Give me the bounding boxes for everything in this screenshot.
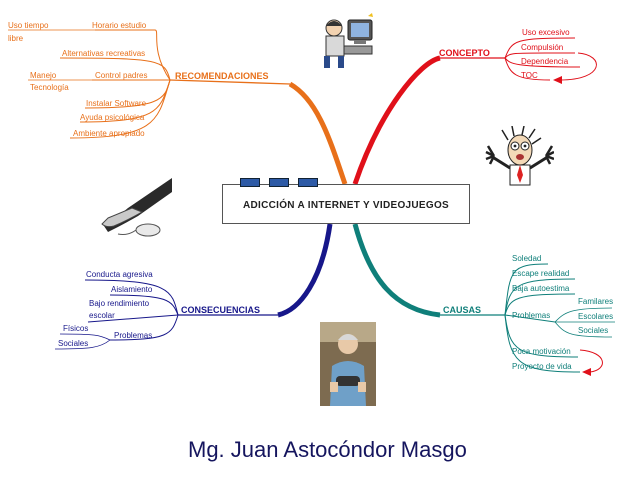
rec-tecnologia: Tecnología: [30, 83, 69, 92]
concepto-item: Uso excesivo: [522, 28, 570, 37]
concepto-item: Dependencia: [521, 57, 569, 66]
toc-arrowhead: [553, 76, 562, 84]
rec-uso-tiempo: Uso tiempo: [8, 21, 49, 30]
cons-sociales: Sociales: [58, 339, 89, 348]
causa-escolares: Escolares: [578, 312, 614, 321]
causas-branch: [352, 223, 615, 373]
causa-escape: Escape realidad: [512, 269, 570, 278]
cons-escolar: escolar: [89, 311, 115, 320]
cons-conducta: Conducta agresiva: [86, 270, 153, 279]
computer-user-cartoon: [324, 13, 373, 68]
proyecto-arrow: [579, 349, 603, 373]
rec-alternativas: Alternativas recreativas: [62, 49, 146, 58]
causa-baja: Baja autoestima: [512, 284, 570, 293]
recomendaciones-branch: [8, 29, 348, 185]
rec-instalar: Instalar Software: [86, 99, 147, 108]
cons-bajo: Bajo rendimiento: [89, 299, 150, 308]
central-tab: [240, 178, 260, 187]
causa-proyecto: Proyecto de vida: [512, 362, 572, 371]
concepto-item: TOC: [521, 71, 538, 80]
cons-fisicos: Físicos: [63, 324, 89, 333]
causa-sociales: Sociales: [578, 326, 609, 335]
causa-problemas: Problemas: [512, 311, 551, 320]
central-title: ADICCIÓN A INTERNET Y VIDEOJUEGOS: [242, 200, 450, 211]
rec-ayuda: Ayuda psicológica: [80, 113, 145, 122]
consecuencias-branch: [54, 223, 333, 350]
hand-mouse-illustration: [101, 178, 172, 237]
recomendaciones-title: RECOMENDACIONES: [175, 71, 269, 81]
rec-libre: libre: [8, 34, 24, 43]
stressed-man-cartoon: [485, 126, 554, 186]
concepto-item: Compulsión: [521, 43, 564, 52]
author-name: Mg. Juan Astocóndor Masgo: [188, 437, 467, 462]
causa-familiares: Familares: [578, 297, 614, 306]
causa-soledad: Soledad: [512, 254, 542, 263]
causa-poca: Poca motivación: [512, 347, 571, 356]
cons-problemas: Problemas: [114, 331, 153, 340]
central-tab: [269, 178, 289, 187]
elderly-gamer-photo: [320, 322, 376, 406]
consecuencias-title: CONSECUENCIAS: [181, 305, 261, 315]
rec-manejo: Manejo: [30, 71, 57, 80]
rec-ambiente: Ambiente apropiado: [73, 129, 145, 138]
proyecto-arrowhead: [582, 368, 591, 376]
cons-aislamiento: Aislamiento: [111, 285, 153, 294]
concepto-title: CONCEPTO: [439, 48, 490, 58]
central-tab: [298, 178, 318, 187]
causas-title: CAUSAS: [443, 305, 482, 315]
rec-horario: Horario estudio: [92, 21, 147, 30]
rec-control: Control padres: [95, 71, 148, 80]
central-topic: ADICCIÓN A INTERNET Y VIDEOJUEGOS: [222, 178, 470, 224]
concepto-branch: [352, 37, 597, 185]
